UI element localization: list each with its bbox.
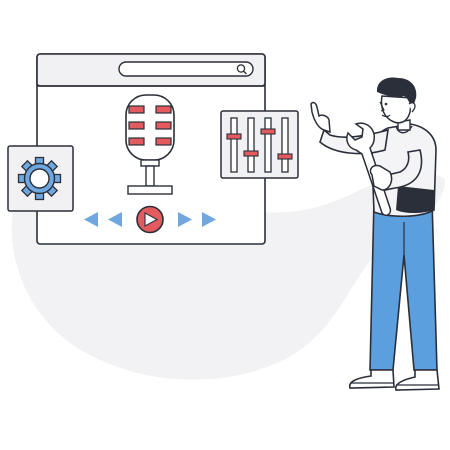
pants: [369, 199, 438, 371]
left-shoe: [348, 369, 395, 389]
hand: [369, 164, 393, 191]
right-shoe: [394, 369, 440, 391]
gear-icon: [17, 156, 62, 201]
equalizer-slider-4[interactable]: [277, 153, 293, 160]
play-button[interactable]: [136, 205, 164, 234]
equalizer-slider-1[interactable]: [226, 133, 242, 140]
microphone-icon: [125, 94, 175, 195]
head: [376, 77, 417, 131]
play-icon: [144, 212, 159, 227]
settings-card[interactable]: [7, 145, 74, 212]
equalizer-icon: [226, 117, 293, 173]
rewind-icon[interactable]: [84, 212, 122, 227]
equalizer-card[interactable]: [220, 110, 299, 179]
wrench-icon: [346, 122, 392, 216]
equalizer-slider-2[interactable]: [243, 150, 259, 157]
search-bar[interactable]: [118, 61, 254, 77]
hair: [376, 77, 417, 110]
equalizer-slider-3[interactable]: [260, 128, 276, 135]
person: [310, 77, 440, 391]
fast-forward-icon[interactable]: [178, 212, 216, 227]
search-icon[interactable]: [236, 64, 247, 75]
playback-controls: [84, 205, 216, 234]
